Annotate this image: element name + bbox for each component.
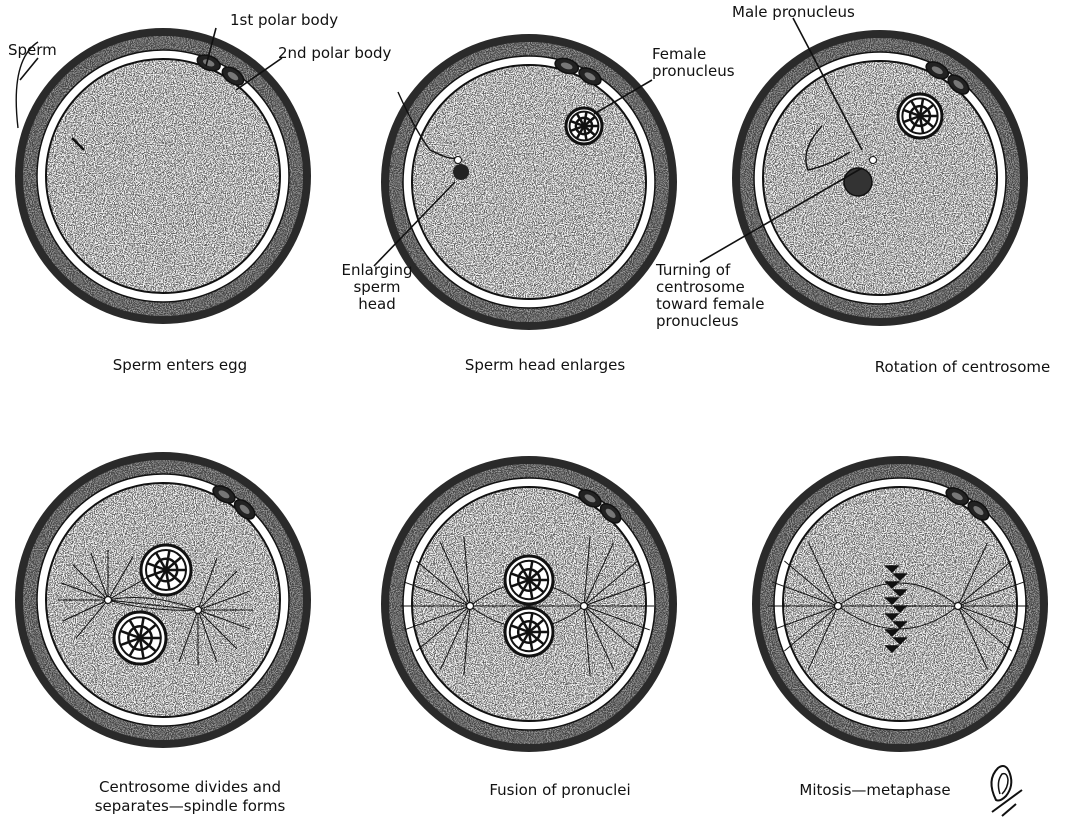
label-female-pronucleus: Female pronucleus: [652, 46, 735, 80]
caption-rotation-of-centrosome: Rotation of centrosome: [840, 358, 1085, 377]
centrosome-3: [870, 157, 877, 164]
label-enlarging-sperm-head: Enlarging sperm head: [322, 262, 432, 313]
logo-mark: [982, 760, 1032, 820]
caption-centrosome-divides: Centrosome divides and separates—spindle…: [50, 778, 330, 816]
label-sperm: Sperm: [8, 42, 57, 59]
enlarging-sperm-head: [453, 164, 469, 180]
caption-sperm-enters-egg: Sperm enters egg: [70, 356, 290, 375]
label-male-pronucleus: Male pronucleus: [732, 4, 855, 21]
male-pronucleus: [844, 168, 872, 196]
caption-sperm-head-enlarges: Sperm head enlarges: [430, 356, 660, 375]
caption-mitosis-metaphase: Mitosis—metaphase: [770, 781, 980, 800]
egg-stage-1: [15, 28, 311, 324]
label-first-polar-body: 1st polar body: [230, 12, 338, 29]
centrosome: [455, 157, 462, 164]
caption-fusion-of-pronuclei: Fusion of pronuclei: [450, 781, 670, 800]
egg-stage-5: [381, 456, 677, 752]
label-second-polar-body: 2nd polar body: [278, 45, 391, 62]
egg-stage-4: [15, 452, 311, 748]
label-turning-of-centrosome: Turning of centrosome toward female pron…: [656, 262, 764, 330]
egg-stage-6: [752, 456, 1048, 752]
egg-stage-3: [732, 30, 1028, 326]
